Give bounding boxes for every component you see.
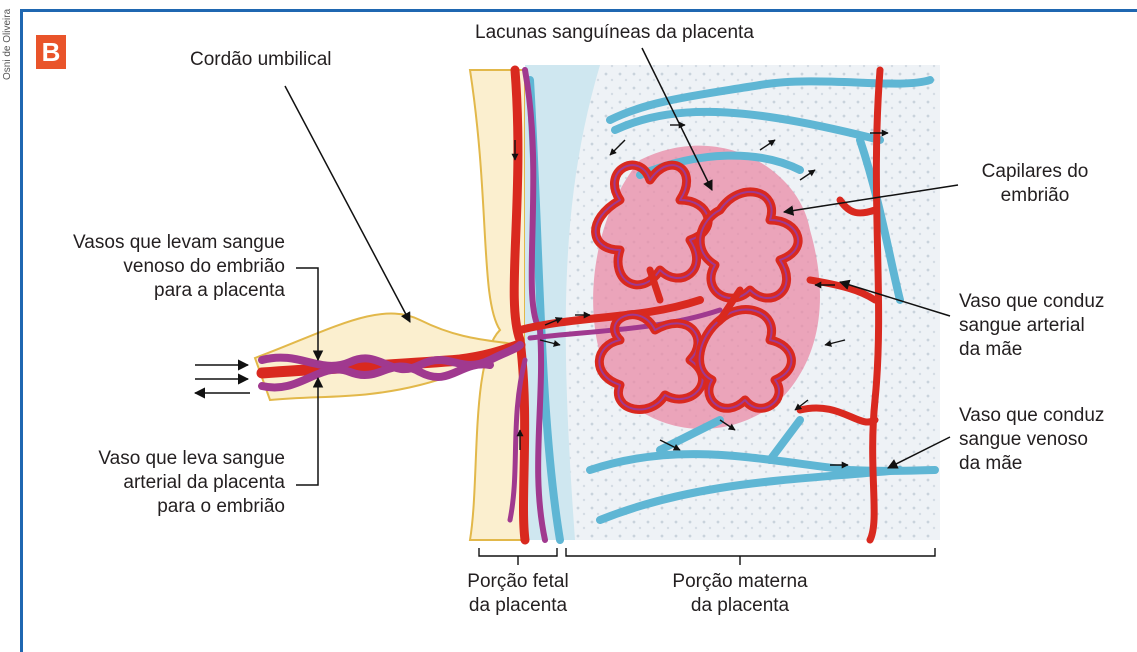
label-porcao-fetal-line2: da placenta <box>448 594 588 618</box>
label-porcao-fetal: Porção fetal da placenta <box>448 570 588 618</box>
label-vasos-venoso-line3: para a placenta <box>30 279 285 303</box>
label-mae-arterial-line3: da mãe <box>959 338 1104 362</box>
label-capilares: Capilares do embrião <box>955 160 1115 208</box>
label-mae-arterial: Vaso que conduz sangue arterial da mãe <box>959 290 1104 362</box>
label-mae-venoso: Vaso que conduz sangue venoso da mãe <box>959 404 1104 476</box>
label-capilares-line2: embrião <box>955 184 1115 208</box>
label-mae-venoso-line3: da mãe <box>959 452 1104 476</box>
label-vaso-arterial-line3: para o embrião <box>30 495 285 519</box>
label-mae-arterial-line2: sangue arterial <box>959 314 1104 338</box>
label-mae-venoso-line1: Vaso que conduz <box>959 404 1104 428</box>
label-cordao-umbilical: Cordão umbilical <box>190 48 332 72</box>
label-mae-venoso-line2: sangue venoso <box>959 428 1104 452</box>
label-vaso-arterial-line1: Vaso que leva sangue <box>30 447 285 471</box>
portion-brackets <box>479 548 935 565</box>
label-vaso-arterial: Vaso que leva sangue arterial da placent… <box>30 447 285 519</box>
label-vaso-arterial-line2: arterial da placenta <box>30 471 285 495</box>
label-capilares-line1: Capilares do <box>955 160 1115 184</box>
label-vasos-venoso-line2: venoso do embrião <box>30 255 285 279</box>
label-vasos-venoso-line1: Vasos que levam sangue <box>30 231 285 255</box>
label-porcao-fetal-line1: Porção fetal <box>448 570 588 594</box>
label-vasos-venoso: Vasos que levam sangue venoso do embrião… <box>30 231 285 303</box>
label-lacunas: Lacunas sanguíneas da placenta <box>475 21 754 45</box>
label-mae-arterial-line1: Vaso que conduz <box>959 290 1104 314</box>
label-porcao-materna-line1: Porção materna <box>650 570 830 594</box>
leader-cordao <box>285 86 410 322</box>
label-porcao-materna: Porção materna da placenta <box>650 570 830 618</box>
label-porcao-materna-line2: da placenta <box>650 594 830 618</box>
